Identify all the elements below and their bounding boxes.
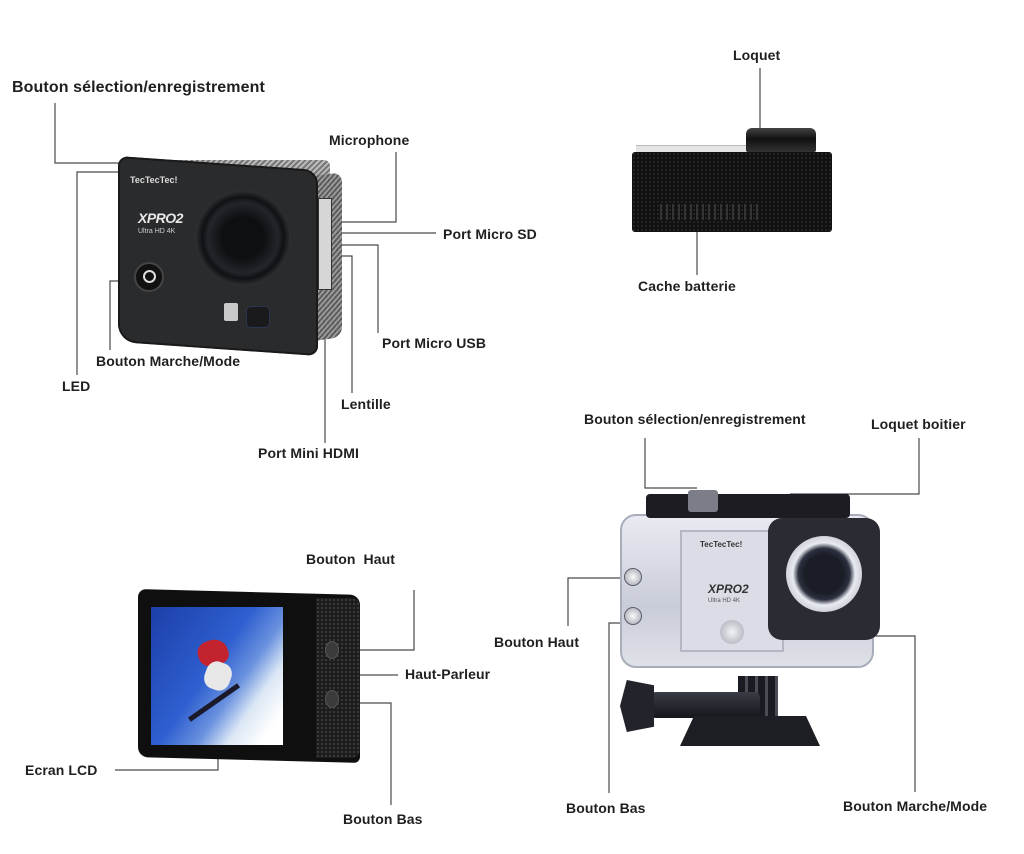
mount-knob (620, 680, 654, 732)
model-subtitle: Ultra HD 4K (708, 598, 741, 604)
down-button-icon (624, 607, 642, 625)
label-micro-usb-port: Port Micro USB (382, 335, 487, 351)
model-name: XPRO2 (138, 210, 183, 226)
mount-base (680, 716, 820, 746)
housing-latch (646, 494, 850, 518)
model-subtitle: Ultra HD 4K (138, 228, 176, 235)
port-slot (318, 198, 332, 290)
label-speaker: Haut-Parleur (405, 666, 491, 682)
leader-led (76, 171, 118, 375)
model-name: XPRO2 (708, 582, 749, 596)
leader-housing-latch (790, 438, 920, 495)
label-lcd-screen: Ecran LCD (25, 762, 98, 778)
mount-screw (650, 692, 760, 718)
leader-button-up-housing (567, 577, 624, 626)
label-power-mode-button-housing: Bouton Marche/Mode (843, 798, 988, 814)
label-up-button-housing: Bouton Haut (494, 634, 580, 650)
label-led: LED (62, 378, 91, 394)
label-housing-latch: Loquet boitier (871, 416, 966, 432)
lens-icon (195, 190, 291, 286)
label-down-button-rear: Bouton Bas (343, 811, 423, 827)
camera-side-panel (316, 598, 360, 758)
label-micro-sd-port: Port Micro SD (443, 226, 537, 242)
power-button-icon (720, 620, 744, 644)
record-button-icon (688, 490, 718, 512)
up-button-icon (624, 568, 642, 586)
front-button-icon (246, 306, 270, 328)
up-button-icon (325, 641, 339, 659)
label-latch: Loquet (733, 47, 781, 63)
leader-microphone (340, 152, 397, 223)
label-select-record-button-housing: Bouton sélection/enregistrement (584, 411, 806, 427)
power-button-icon (134, 262, 164, 292)
label-mini-hdmi-port: Port Mini HDMI (258, 445, 359, 461)
lens-icon (786, 536, 862, 612)
label-select-record-button-front: Bouton sélection/enregistrement (12, 79, 265, 96)
down-button-icon (325, 690, 339, 708)
camera-top-strip (636, 145, 754, 155)
brand-logo: TecTecTec! (700, 540, 743, 549)
label-lens: Lentille (341, 396, 391, 412)
leader-micro-usb (340, 244, 379, 333)
label-up-button-rear: Bouton Haut (306, 551, 396, 567)
battery-cover-grille (660, 204, 758, 220)
label-battery-cover: Cache batterie (638, 278, 736, 294)
brand-logo: TecTecTec! (130, 175, 178, 185)
leader-select-record-housing (644, 438, 697, 489)
leader-power-mode-housing (870, 635, 916, 792)
leader-select-record-front (54, 103, 180, 164)
camera-body (632, 152, 832, 232)
label-microphone: Microphone (329, 132, 410, 148)
badge-icon (224, 303, 238, 321)
latch-icon (746, 128, 816, 152)
label-power-mode-button-front: Bouton Marche/Mode (96, 353, 241, 369)
label-down-button-housing: Bouton Bas (566, 800, 646, 816)
